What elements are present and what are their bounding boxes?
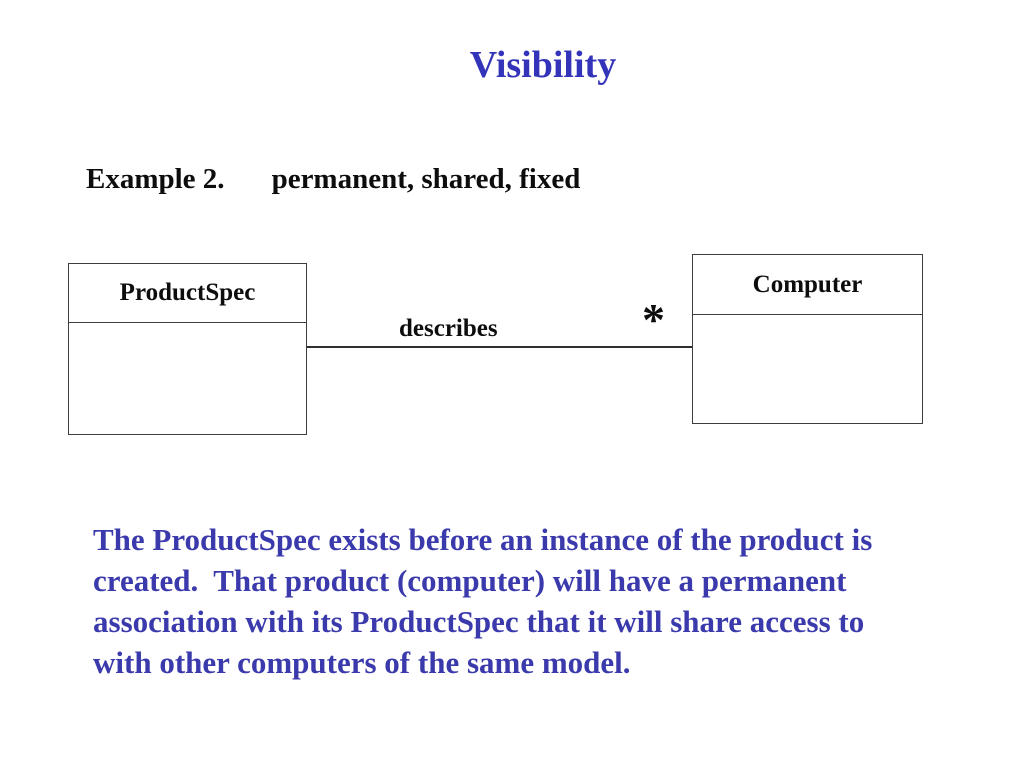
association-label: describes xyxy=(399,315,498,342)
description-line: association with its ProductSpec that it… xyxy=(93,604,865,639)
uml-class-productspec-name: ProductSpec xyxy=(69,264,306,323)
uml-class-computer-attributes xyxy=(693,315,922,423)
uml-class-productspec: ProductSpec xyxy=(68,263,307,435)
uml-class-productspec-attributes xyxy=(69,323,306,434)
association-line xyxy=(307,346,692,348)
description-line: created. That product (computer) will ha… xyxy=(93,563,847,598)
description-line: The ProductSpec exists before an instanc… xyxy=(93,522,873,557)
uml-class-computer-name: Computer xyxy=(693,255,922,315)
description-line: with other computers of the same model. xyxy=(93,645,631,680)
uml-class-computer: Computer xyxy=(692,254,923,424)
slide-title: Visibility xyxy=(469,44,617,86)
example-label: Example 2. xyxy=(86,163,225,195)
association-multiplicity: * xyxy=(642,294,665,345)
example-heading: Example 2. permanent, shared, fixed xyxy=(57,128,580,230)
description-paragraph: The ProductSpec exists before an instanc… xyxy=(93,519,993,683)
example-description: permanent, shared, fixed xyxy=(271,163,581,195)
